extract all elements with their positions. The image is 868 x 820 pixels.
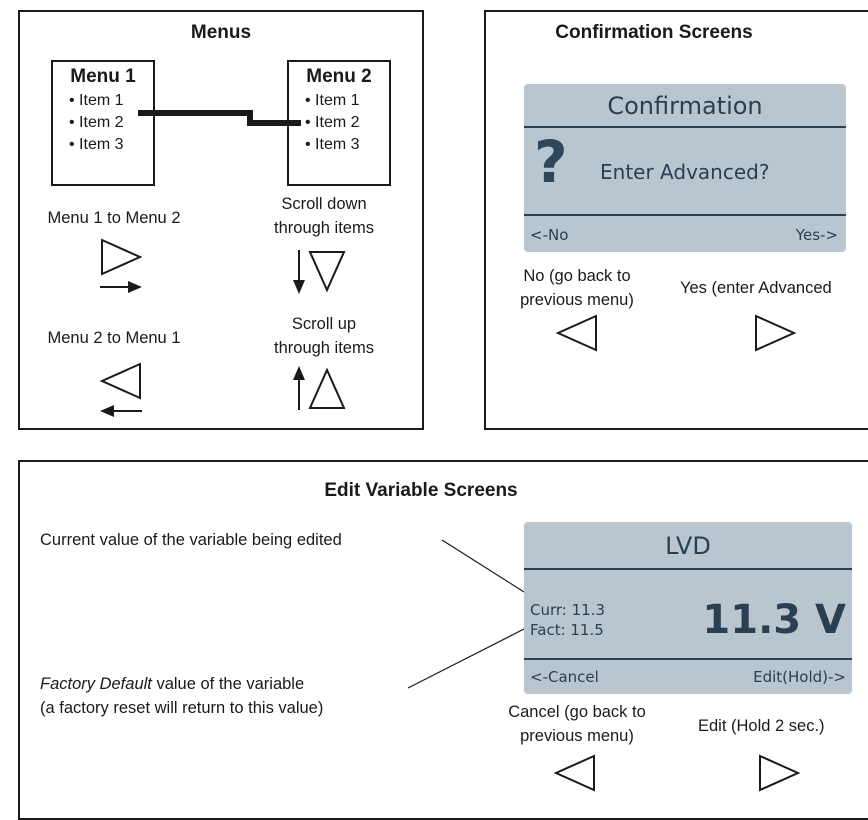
- menu1-item: Item 2: [69, 112, 153, 134]
- left-arrow-icon: [100, 405, 142, 417]
- menu2-title: Menu 2: [306, 66, 372, 87]
- edit-label: Edit (Hold 2 sec.): [698, 717, 825, 735]
- lcd-curr-value: Curr: 11.3: [530, 601, 606, 619]
- factory-default-rest: value of the variable: [151, 675, 305, 693]
- lcd-fact-value: Fact: 11.5: [530, 621, 604, 639]
- menu1-box: Menu 1 Item 1 Item 2 Item 3: [51, 60, 155, 186]
- edit-lcd-screen: LVD Curr: 11.3 Fact: 11.5 11.3 V <-Cance…: [524, 522, 852, 694]
- confirmation-lcd-screen: Confirmation ? Enter Advanced? <-No Yes-…: [524, 84, 846, 252]
- menu2-to-menu1-label: Menu 2 to Menu 1: [47, 329, 181, 347]
- right-arrow-icon: [100, 281, 142, 293]
- lcd-header-divider: [524, 568, 852, 570]
- edit-panel-title: Edit Variable Screens: [324, 480, 518, 501]
- menu2-item: Item 3: [305, 134, 389, 156]
- factory-default-italic: Factory Default: [40, 675, 152, 693]
- edit-variable-panel: Edit Variable Screens Current value of t…: [18, 460, 868, 820]
- lcd-prompt: Enter Advanced?: [600, 160, 770, 184]
- up-arrow-icon: [293, 366, 305, 410]
- callout-lines: [407, 539, 533, 689]
- edit-right-triangle-icon[interactable]: [758, 754, 802, 794]
- factory-default-description-line2: (a factory reset will return to this val…: [40, 699, 324, 717]
- menus-panel: Menus Menu 1 Item 1 Item 2 Item 3 Menu 2…: [18, 10, 424, 430]
- up-triangle-icon: [308, 367, 346, 409]
- lcd-right-softkey: Edit(Hold)->: [753, 668, 846, 686]
- lcd-left-softkey: <-Cancel: [530, 668, 599, 686]
- menu1-item: Item 1: [69, 90, 153, 112]
- lcd-right-softkey: Yes->: [795, 226, 838, 244]
- scroll-down-label-line1: Scroll down: [281, 195, 367, 213]
- current-value-description: Current value of the variable being edit…: [40, 531, 342, 549]
- question-mark-icon: ?: [534, 128, 568, 196]
- yes-right-triangle-icon[interactable]: [754, 314, 798, 354]
- menu2-box: Menu 2 Item 1 Item 2 Item 3: [287, 60, 391, 186]
- yes-label: Yes (enter Advanced: [680, 279, 832, 297]
- menu1-title: Menu 1: [70, 66, 136, 87]
- no-label-line2: previous menu): [520, 291, 634, 309]
- menu-connector-line: [138, 110, 301, 126]
- confirmation-panel: Confirmation Screens Confirmation ? Ente…: [484, 10, 868, 430]
- menu2-item: Item 2: [305, 112, 389, 134]
- menus-panel-title: Menus: [190, 22, 252, 43]
- scroll-down-label-line2: through items: [274, 219, 374, 237]
- lcd-header: LVD: [665, 532, 711, 560]
- no-label-line1: No (go back to: [523, 267, 631, 285]
- scroll-up-label-line1: Scroll up: [291, 315, 357, 333]
- cancel-label-line1: Cancel (go back to: [508, 703, 646, 721]
- menu1-to-menu2-label: Menu 1 to Menu 2: [47, 209, 181, 227]
- lcd-header: Confirmation: [607, 92, 763, 120]
- no-left-triangle-icon[interactable]: [555, 314, 600, 354]
- factory-default-description: Factory Default value of the variable: [40, 672, 304, 696]
- lcd-footer-divider: [524, 214, 846, 216]
- lcd-left-softkey: <-No: [530, 226, 569, 244]
- down-triangle-icon: [308, 251, 346, 293]
- cancel-left-triangle-icon[interactable]: [553, 754, 598, 794]
- lcd-footer-divider: [524, 658, 852, 660]
- menu2-item: Item 1: [305, 90, 389, 112]
- scroll-up-label-line2: through items: [274, 339, 374, 357]
- down-arrow-icon: [293, 250, 305, 294]
- left-triangle-icon: [99, 362, 141, 400]
- menu1-item: Item 3: [69, 134, 153, 156]
- cancel-label-line2: previous menu): [520, 727, 634, 745]
- lcd-big-value: 11.3 V: [702, 597, 846, 643]
- confirmation-panel-title: Confirmation Screens: [555, 22, 753, 43]
- right-triangle-icon: [101, 238, 143, 276]
- lcd-header-divider: [524, 126, 846, 128]
